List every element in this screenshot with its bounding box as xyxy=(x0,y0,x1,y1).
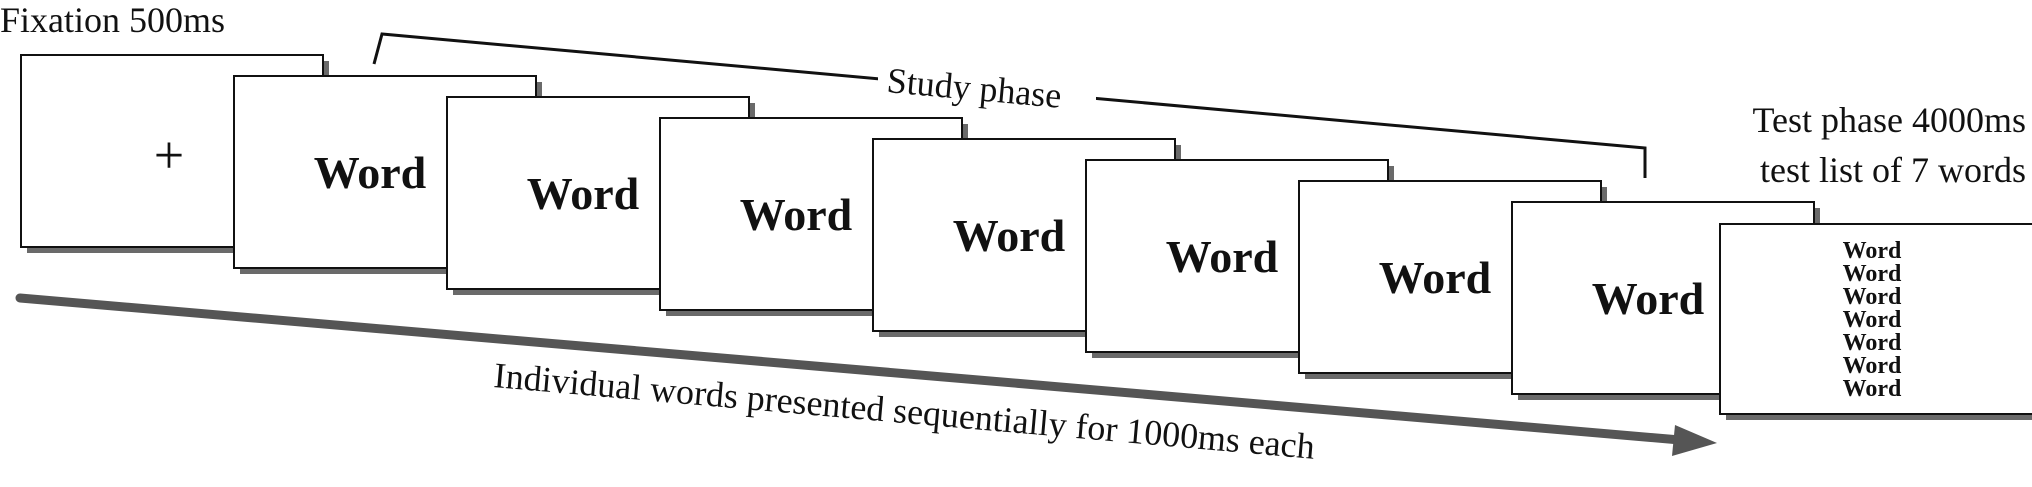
test-phase-label-line2: test list of 7 words xyxy=(1760,150,2026,190)
test-word: Word xyxy=(1843,376,1902,402)
study-word: Word xyxy=(740,189,853,240)
study-word: Word xyxy=(314,147,427,198)
study-phase-label-bg xyxy=(878,58,1096,118)
timeline-arrow xyxy=(15,293,1717,456)
fixation-label: Fixation 500ms xyxy=(0,0,225,40)
study-word: Word xyxy=(953,210,1066,261)
test-word: Word xyxy=(1843,353,1902,379)
test-word: Word xyxy=(1843,238,1902,264)
test-screen-frame xyxy=(1719,223,2032,415)
study-word: Word xyxy=(527,168,640,219)
test-word: Word xyxy=(1843,284,1902,310)
test-phase-label-line1: Test phase 4000ms xyxy=(1753,100,2026,140)
study-word: Word xyxy=(1379,252,1492,303)
study-word: Word xyxy=(1592,273,1705,324)
test-word: Word xyxy=(1843,330,1902,356)
test-word: Word xyxy=(1843,261,1902,287)
fixation-cross: + xyxy=(154,125,184,185)
study-word: Word xyxy=(1166,231,1279,282)
test-word: Word xyxy=(1843,307,1902,333)
